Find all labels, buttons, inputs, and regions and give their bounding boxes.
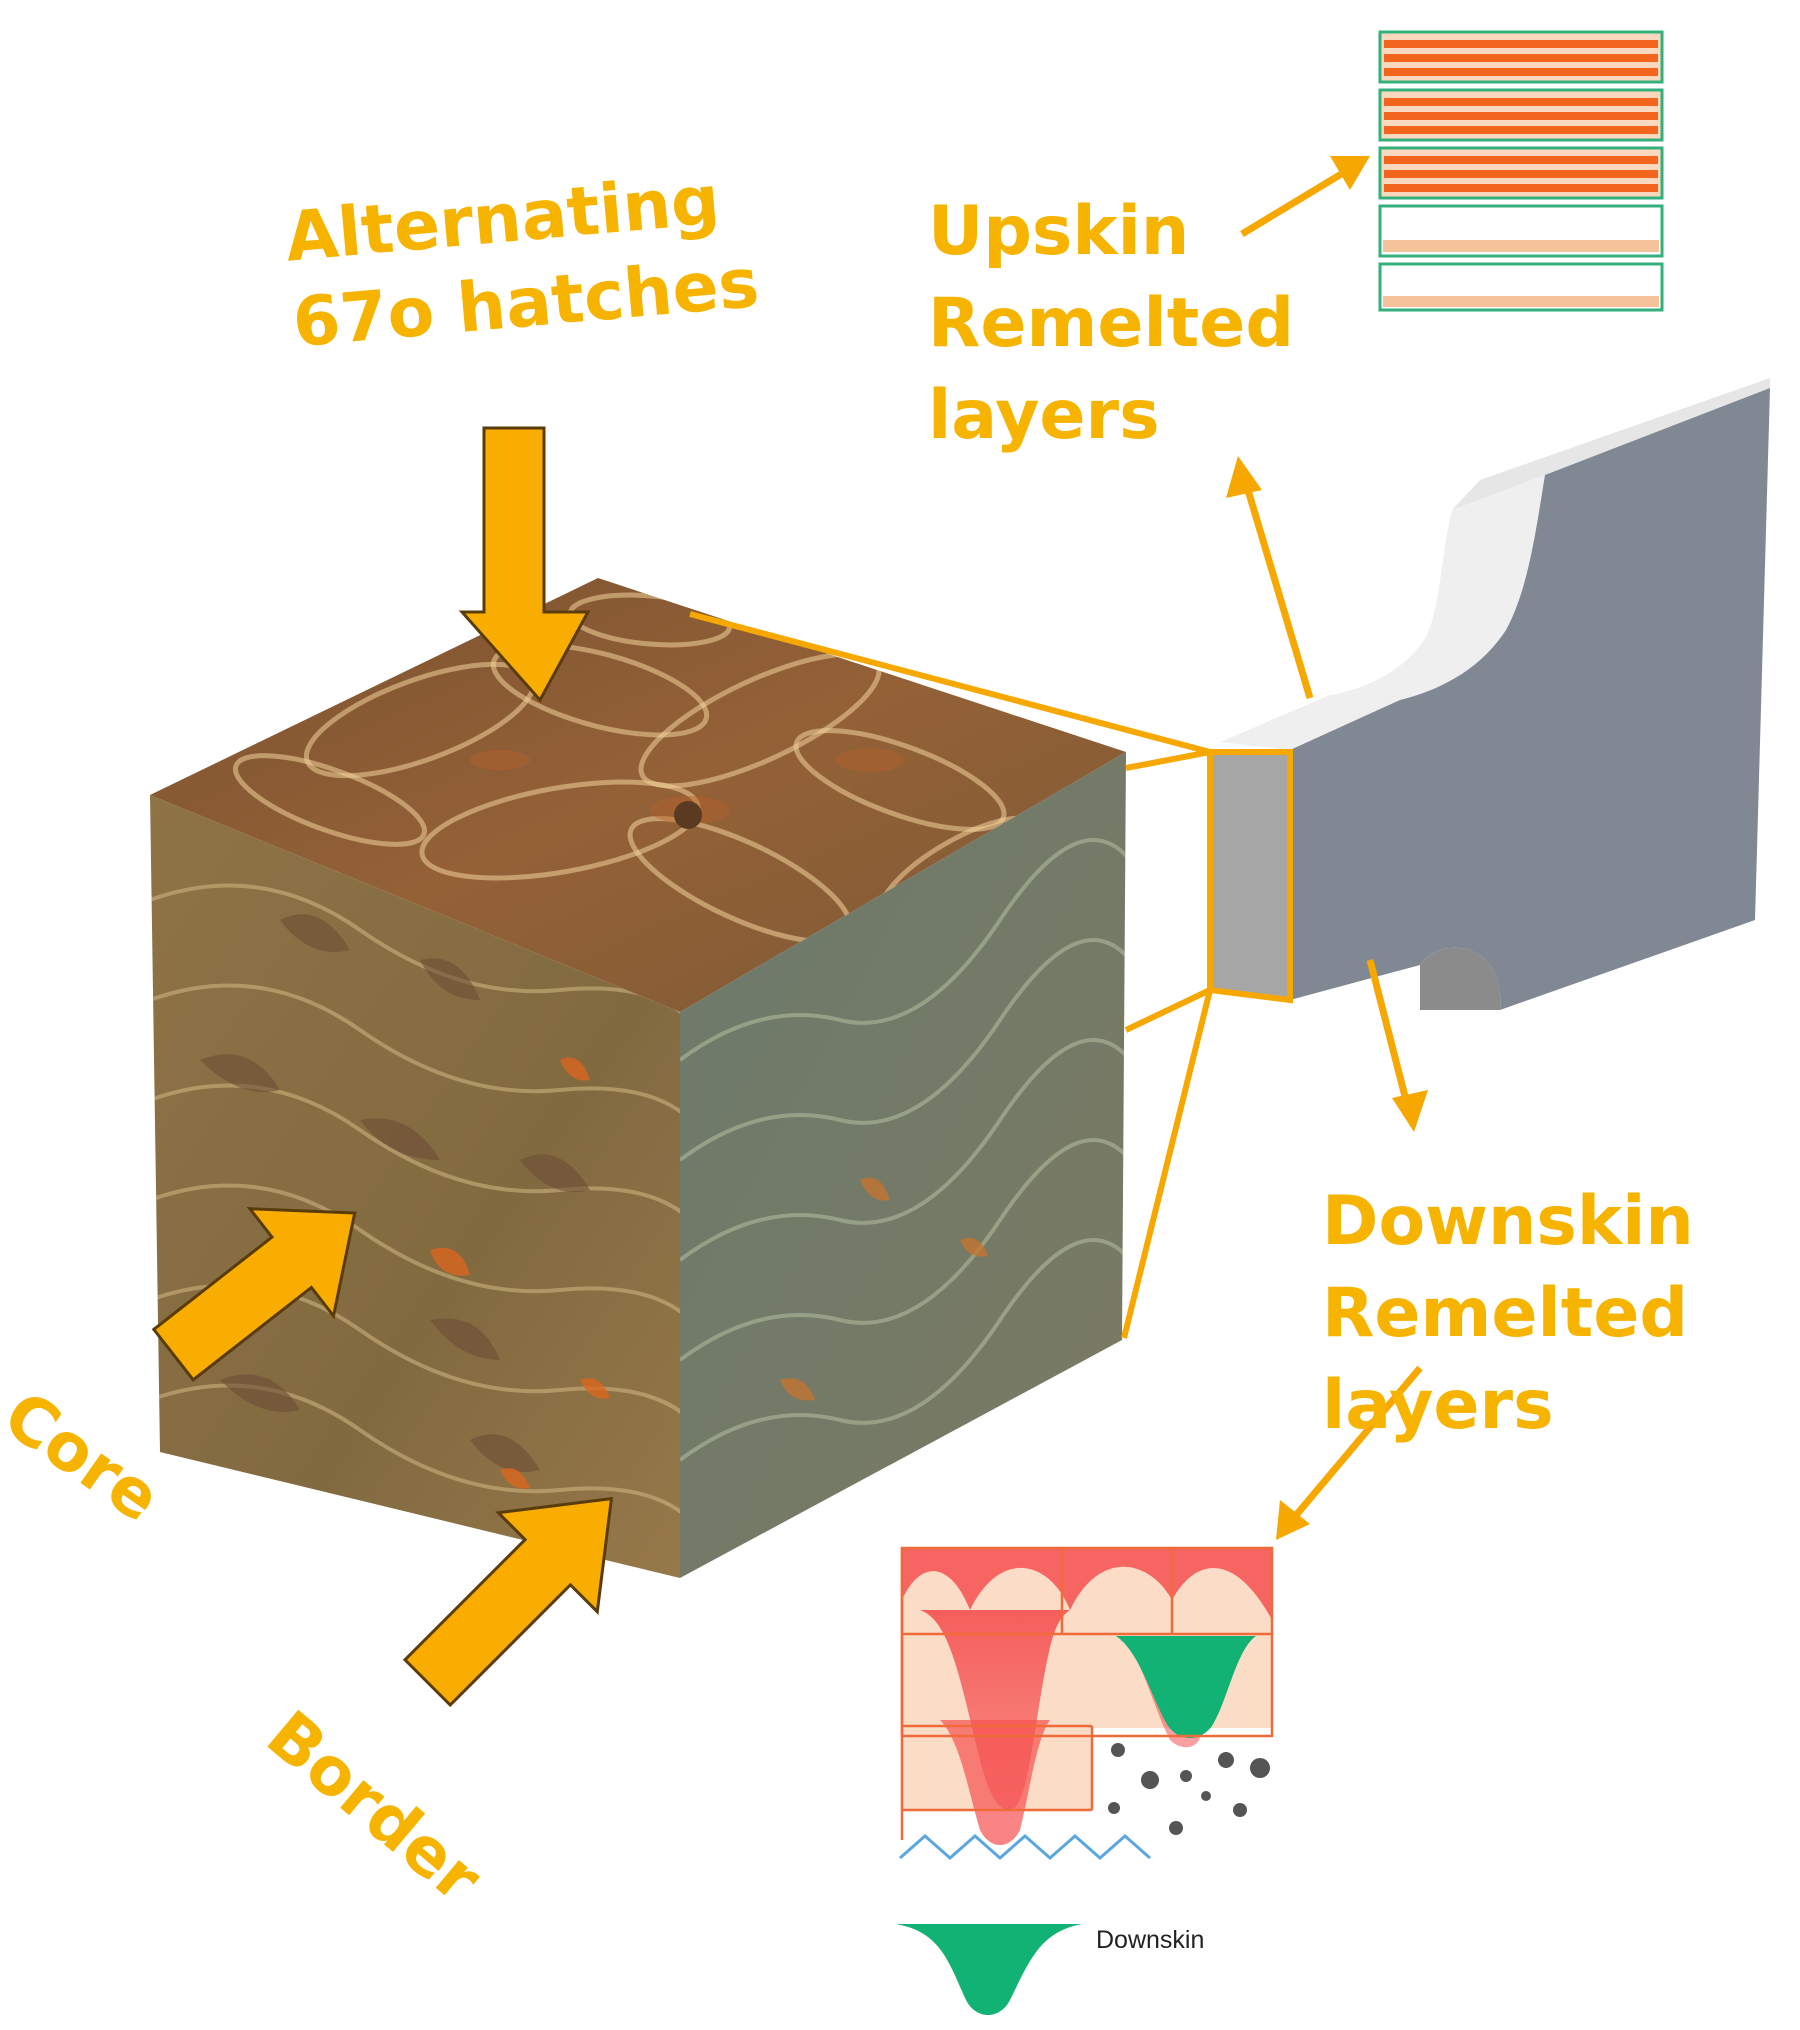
connector-mid-lower: [1124, 987, 1212, 1033]
downskin-melt-pool: [1116, 1636, 1256, 1738]
cube-top-texture: [232, 592, 1042, 944]
cube-right-face: [680, 752, 1126, 1578]
baseline-zigzag: [899, 1834, 1151, 1860]
connector-top: [689, 611, 1211, 755]
down-arrow-icon: [458, 426, 591, 703]
layer-grid-lines: [900, 1546, 1274, 1840]
connector-mid-upper: [1125, 749, 1211, 771]
label-line: Downskin: [1322, 1182, 1694, 1261]
label-line: Upskin: [928, 192, 1190, 271]
hatch-layer-full: [1378, 88, 1664, 142]
powder-particles: [1108, 1743, 1270, 1835]
cube-left-texture: [150, 883, 680, 1532]
melt-pool-schematic: [896, 1546, 1282, 2015]
part-top-surface: [1220, 475, 1545, 750]
cube-right-texture: [680, 838, 1126, 1462]
upskin-hatch-stack: [1378, 30, 1664, 312]
label-line: Remelted: [928, 284, 1295, 363]
part-model: [1210, 378, 1770, 1010]
label-upskin-remelted-layers: Upskin Remelted layers: [928, 186, 1294, 462]
part-section-face: [1210, 752, 1290, 1000]
hatch-layer-empty: [1378, 204, 1664, 258]
connector-bottom: [1121, 989, 1213, 1339]
border-arrow-icon: [402, 1496, 614, 1708]
section-callout: [689, 611, 1293, 1339]
leader-arrow-icon: [1226, 156, 1428, 1540]
label-line: layers: [928, 376, 1160, 455]
hatch-layer-full: [1378, 146, 1664, 200]
melt-pool-inner: [940, 1720, 1050, 1845]
label-downskin-legend: Downskin: [1096, 1926, 1205, 1954]
hatch-layer-full: [1378, 30, 1664, 84]
microstructure-cube: [150, 578, 1126, 1578]
part-front-face: [1290, 388, 1770, 1010]
top-melt-band: [902, 1548, 1272, 1620]
hatch-layer-empty: [1378, 262, 1664, 312]
part-bottom-notch: [1420, 947, 1501, 1010]
downskin-legend-swatch: [896, 1924, 1082, 2015]
label-line: Remelted: [1322, 1274, 1689, 1353]
part-top-band: [1452, 378, 1770, 510]
section-box: [1207, 749, 1293, 1004]
melt-pool-large: [920, 1610, 1070, 1810]
core-arrow-icon: [151, 1207, 357, 1382]
cube-top-pore: [674, 801, 702, 829]
label-downskin-remelted-layers: Downskin Remelted layers: [1322, 1176, 1694, 1452]
label-line: layers: [1322, 1366, 1554, 1445]
